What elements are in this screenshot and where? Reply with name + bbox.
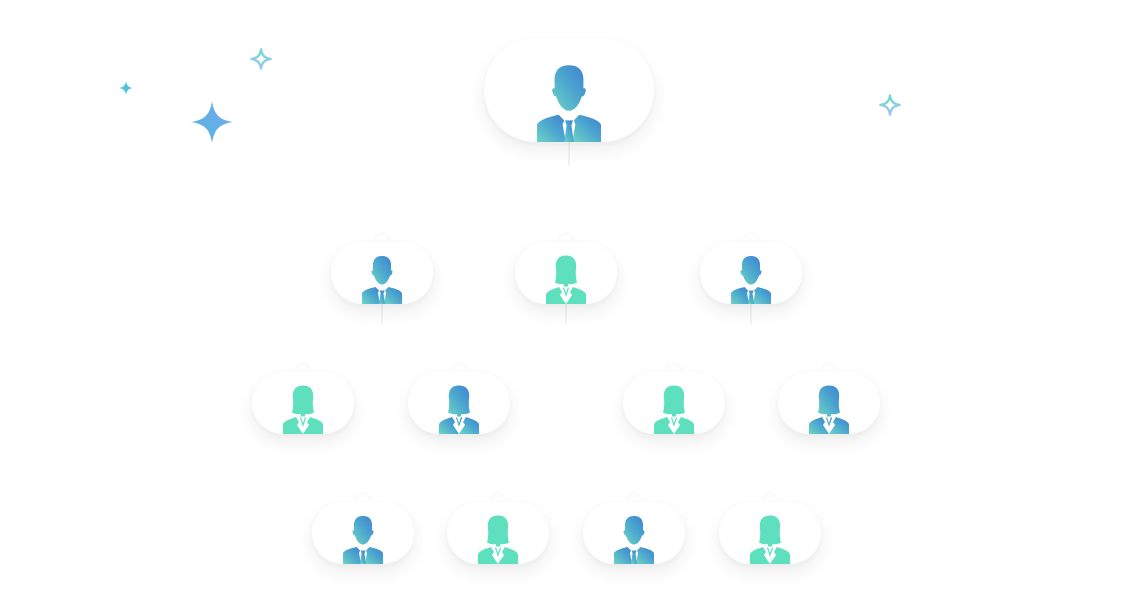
sparkle-outline-icon [250, 48, 272, 70]
connector-line [750, 304, 752, 324]
org-node-level-4[interactable] [447, 502, 549, 564]
org-node-level-2[interactable] [331, 242, 433, 304]
diagram-title: Organization hierarchy [0, 0, 1, 1]
female-person-icon [649, 384, 699, 434]
org-node-level-3[interactable] [252, 372, 354, 434]
connector-knob [627, 495, 641, 505]
org-node-level-3[interactable] [623, 372, 725, 434]
connector-knob [763, 495, 777, 505]
org-node-level-1[interactable] [484, 38, 654, 142]
male-person-icon [609, 514, 659, 564]
female-person-icon [278, 384, 328, 434]
connector-knob [667, 365, 681, 375]
org-node-level-4[interactable] [583, 502, 685, 564]
female-person-icon [745, 514, 795, 564]
sparkle-outline-icon [879, 94, 901, 116]
male-person-icon [529, 62, 609, 142]
sparkle-icon [119, 81, 133, 95]
connector-line [381, 304, 383, 324]
connector-knob [356, 495, 370, 505]
org-node-level-3[interactable] [778, 372, 880, 434]
male-person-icon [726, 254, 776, 304]
org-node-level-2[interactable] [700, 242, 802, 304]
connector-knob [491, 495, 505, 505]
connector-knob [744, 235, 758, 245]
connector-knob [559, 235, 573, 245]
org-node-level-4[interactable] [719, 502, 821, 564]
connector-knob [452, 365, 466, 375]
org-node-level-3[interactable] [408, 372, 510, 434]
female-person-icon [434, 384, 484, 434]
org-node-level-2[interactable] [515, 242, 617, 304]
connector-knob [822, 365, 836, 375]
connector-knob [296, 365, 310, 375]
connector-line [565, 304, 567, 324]
male-person-icon [357, 254, 407, 304]
female-person-icon [473, 514, 523, 564]
connector-knob [375, 235, 389, 245]
connector-line [568, 142, 570, 166]
female-person-icon [804, 384, 854, 434]
female-person-icon [541, 254, 591, 304]
org-node-level-4[interactable] [312, 502, 414, 564]
sparkle-large-icon [191, 101, 233, 143]
male-person-icon [338, 514, 388, 564]
